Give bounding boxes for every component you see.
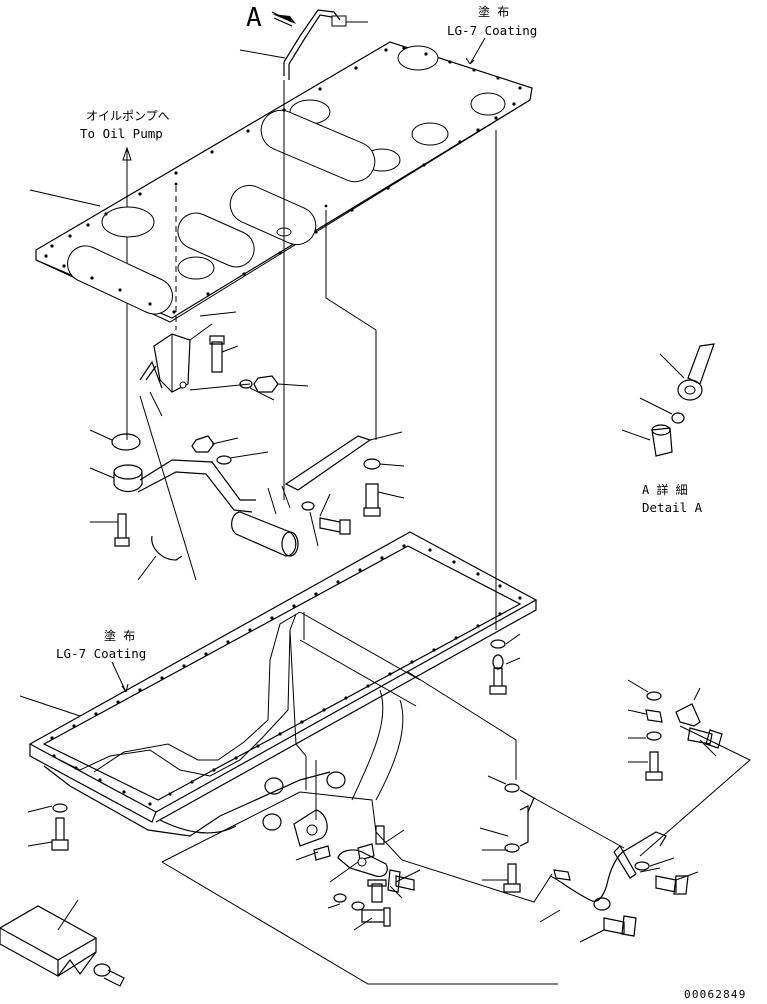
- strainer-bolt-left: [90, 513, 130, 547]
- oil-pan: [19, 531, 538, 837]
- coating-left-en: LG-7 Coating: [56, 646, 146, 661]
- coating-left-jp: 塗 布: [104, 628, 135, 643]
- washer-right: [363, 458, 405, 470]
- bolt-right: [363, 483, 405, 517]
- pipe-support-bracket: [281, 431, 403, 509]
- gauge-mount-parts: [161, 771, 558, 985]
- washer-small: [301, 501, 319, 547]
- bolt-lower-right: [579, 857, 699, 943]
- view-a-label: A: [246, 3, 262, 33]
- pan-bolt-right: [489, 633, 521, 695]
- oil-pump-jp: オイルポンプへ: [86, 109, 170, 123]
- bracket-bolt: [209, 335, 239, 373]
- clamp-hardware: [627, 679, 723, 781]
- oil-pan-gasket: [29, 41, 533, 323]
- dipstick-tube-top: [239, 9, 368, 80]
- coating-top-leader: [465, 37, 486, 65]
- detail-a-en: Detail A: [642, 500, 703, 515]
- dipstick-tube-bottom: [0, 899, 125, 987]
- view-a-arrow: [271, 11, 296, 27]
- washer-nut-set: [239, 375, 309, 401]
- hairpin-clip: [139, 360, 197, 581]
- pan-bolt-left: [27, 803, 69, 851]
- detail-a-parts: [621, 343, 715, 457]
- strainer-body: [231, 487, 299, 557]
- oil-pump-en: To Oil Pump: [80, 126, 163, 141]
- strainer-cap: [89, 429, 141, 451]
- drawing-number: 00062849: [684, 988, 747, 1001]
- bolt-horizontal: [319, 493, 351, 535]
- detail-a-jp: A 詳 細: [642, 482, 688, 497]
- wire-harness: [533, 725, 751, 923]
- coating-top-jp: 塗 布: [478, 4, 509, 19]
- strainer-bracket: [153, 311, 251, 393]
- sensor-assembly: [407, 671, 535, 893]
- coating-left-leader: [111, 661, 129, 693]
- alignment-line-sensor: [325, 210, 377, 440]
- hose-clamp: [137, 535, 183, 581]
- coating-top-en: LG-7 Coating: [447, 23, 537, 38]
- nut-top: [191, 435, 269, 465]
- suction-pipe: [89, 459, 256, 513]
